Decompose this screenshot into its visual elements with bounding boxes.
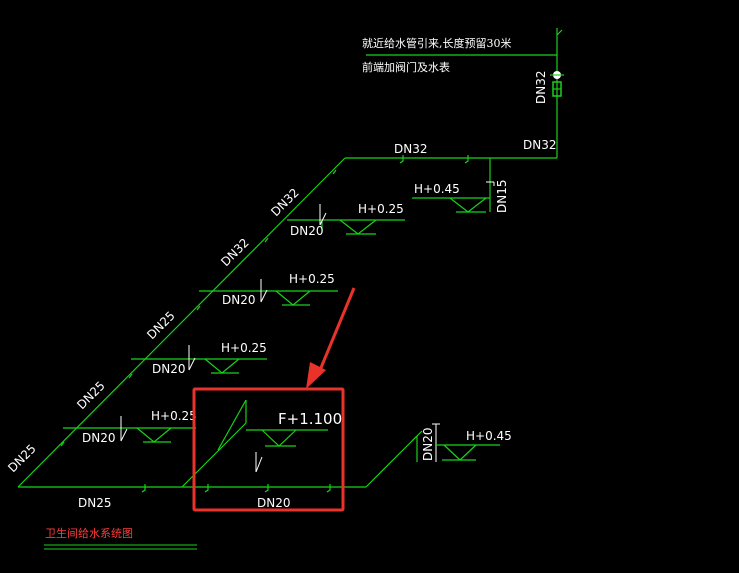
- label-h025-3: H+0.25: [221, 341, 267, 355]
- fixture-basin: [339, 219, 377, 235]
- top-main-pipe: DN32 DN32: [345, 138, 557, 164]
- label-dn20-branch-3: DN20: [152, 362, 186, 376]
- fixture-basin: [449, 197, 487, 213]
- branch-1: DN20 H+0.25: [287, 202, 405, 238]
- label-dn32-vertical: DN32: [534, 71, 548, 105]
- drawing-title-block: 卫生间给水系统图: [44, 526, 197, 550]
- diagonal-branch-pipe: [365, 435, 418, 488]
- label-dn20-branch-4: DN20: [82, 431, 116, 445]
- highlight-box: [192, 387, 345, 512]
- label-dn25-diag-1: DN25: [144, 309, 178, 343]
- supply-note: 就近给水管引来,长度预留30米 前端加阀门及水表: [362, 36, 512, 74]
- branch-4: DN20 H+0.25: [63, 409, 197, 445]
- label-h045-top: H+0.45: [414, 182, 460, 196]
- fixture-basin: [275, 290, 311, 306]
- branch-highlighted: F+1.100: [181, 399, 342, 488]
- drawing-title: 卫生间给水系统图: [45, 526, 133, 540]
- note-line-1: 就近给水管引来,长度预留30米: [362, 36, 512, 50]
- branch-3: DN20 H+0.25: [131, 341, 267, 376]
- pipe-joint-mark: [399, 155, 404, 164]
- label-dn15-right: DN15: [495, 180, 509, 214]
- label-dn25-diag-3: DN25: [5, 442, 39, 476]
- diagonal-pipe: [17, 157, 346, 488]
- bottom-main-pipe: DN25 DN20: [18, 484, 366, 510]
- label-dn20-branch-2: DN20: [222, 293, 256, 307]
- label-dn20-branch-1: DN20: [290, 224, 324, 238]
- label-h025-1: H+0.25: [358, 202, 404, 216]
- fixture-basin: [443, 444, 477, 461]
- diagonal-main-pipe: DN32 DN32 DN25 DN25 DN25: [5, 157, 346, 488]
- label-f1100: F+1.100: [278, 410, 342, 428]
- label-h025-2: H+0.25: [289, 272, 335, 286]
- label-h045-right: H+0.45: [466, 429, 512, 443]
- arrow-down-icon: [306, 362, 326, 389]
- branch-top-right: H+0.45 DN15: [412, 158, 509, 213]
- highlight-arrow-shaft: [316, 287, 356, 376]
- incoming-pipe: DN32: [366, 28, 564, 158]
- label-dn32-corner: DN32: [523, 138, 557, 152]
- fixture-basin: [136, 427, 172, 443]
- label-dn20-bottom: DN20: [257, 496, 291, 510]
- highlight-annotation: [192, 287, 356, 512]
- fixture-basin: [204, 358, 240, 374]
- label-h025-4: H+0.25: [151, 409, 197, 423]
- pipe-joint-mark: [464, 155, 469, 164]
- water-meter-icon: [552, 81, 562, 97]
- branch-right: DN20 H+0.45: [365, 423, 512, 488]
- fixture-basin: [261, 429, 297, 447]
- label-dn25-diag-2: DN25: [74, 379, 108, 413]
- branch-2: DN20 H+0.25: [199, 272, 338, 307]
- label-dn25-bottom: DN25: [78, 496, 112, 510]
- label-dn32-top-horizontal: DN32: [394, 142, 428, 156]
- riser-break-mark: [556, 29, 563, 36]
- valve-icon: [550, 71, 564, 79]
- label-dn32-diag-2: DN32: [218, 236, 252, 270]
- label-dn32-diag-1: DN32: [268, 186, 302, 220]
- note-line-2: 前端加阀门及水表: [362, 60, 450, 74]
- label-dn20-right-vertical: DN20: [421, 428, 435, 462]
- diagonal-branch-pipe: [181, 422, 247, 488]
